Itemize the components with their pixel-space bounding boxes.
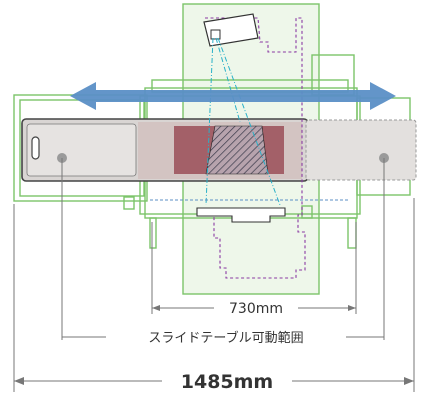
enclosure-dashed-outline xyxy=(205,17,306,279)
dimension-lines xyxy=(13,158,415,392)
slide-table-handle xyxy=(31,136,40,160)
beam-footprint-hatch xyxy=(205,125,269,175)
beam-lines xyxy=(205,37,281,206)
total-length-label: 1485mm xyxy=(181,371,273,393)
stroke-label: 730mm xyxy=(229,301,283,317)
laser-head xyxy=(203,13,259,47)
dimension-arrowheads xyxy=(14,305,414,385)
foot-right xyxy=(301,205,313,219)
work-area xyxy=(138,122,302,179)
slide-table-plate xyxy=(26,123,137,177)
slide-table-ghost xyxy=(305,119,417,181)
movement-double-arrow xyxy=(70,82,396,110)
foot-left xyxy=(123,196,135,210)
slide-table-right xyxy=(305,119,417,181)
right-lower-bracket xyxy=(347,217,357,249)
laser-head-lens xyxy=(210,29,221,40)
beam-left xyxy=(205,37,214,206)
range-label: スライドテーブル可動範囲 xyxy=(148,330,303,346)
lower-bracket xyxy=(196,207,286,223)
beam-center xyxy=(215,37,241,123)
left-lower-bracket xyxy=(149,217,157,249)
